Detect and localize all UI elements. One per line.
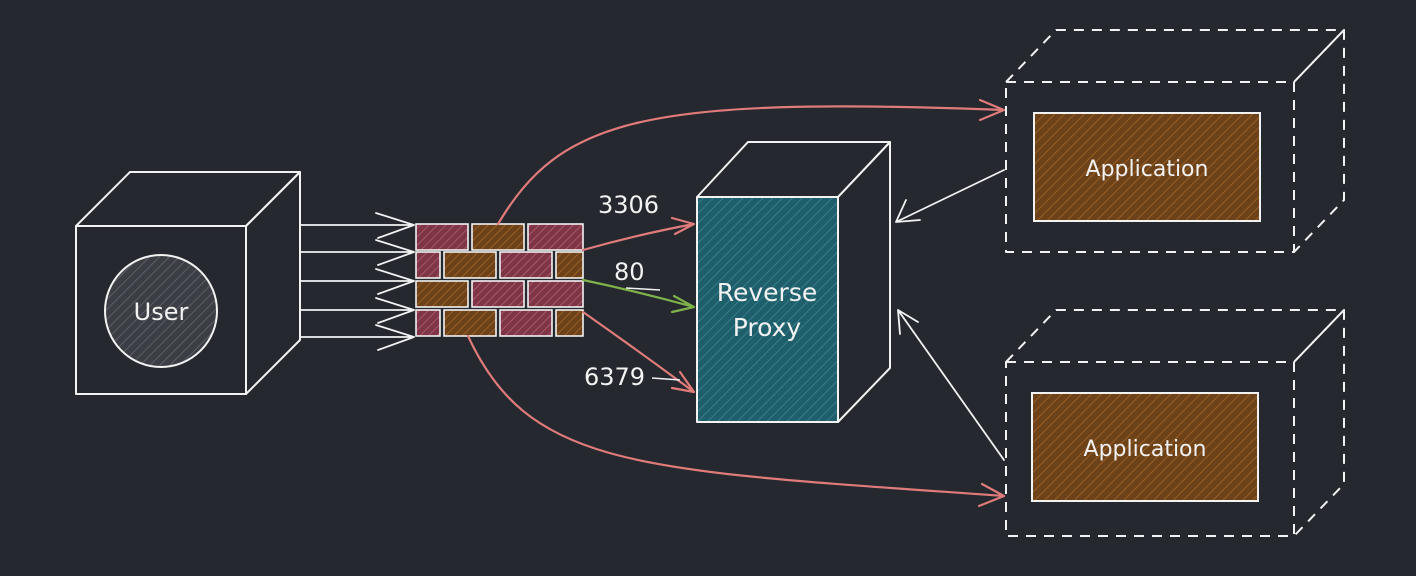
brick [471, 280, 525, 308]
brick [499, 309, 553, 337]
proxy-label-line1: Reverse [717, 278, 818, 307]
app-bottom-cube-front [1005, 361, 1295, 537]
arrow-to-app-bottom [466, 334, 1006, 508]
arrow-line-5 [299, 324, 415, 351]
brick [471, 223, 525, 251]
app-top-label: Application [1086, 157, 1209, 182]
app-top-cube-top [1005, 29, 1345, 83]
bypass-arrows [466, 98, 1006, 508]
arrow-port-80 [581, 278, 696, 314]
reverse-proxy-node [696, 141, 891, 423]
app-bottom-cube-top [1005, 309, 1345, 363]
arrow-line-1 [299, 212, 415, 239]
app-to-proxy-arrows [895, 169, 1005, 461]
brick [415, 223, 469, 251]
port-label-80: 80 [614, 258, 645, 286]
proxy-top [696, 141, 891, 198]
brick [443, 309, 497, 337]
proxy-front [696, 196, 839, 423]
user-to-firewall-arrows [299, 212, 415, 351]
app-bottom-box [1031, 392, 1259, 502]
proxy-side [837, 141, 891, 423]
arrow-line-3 [299, 268, 415, 295]
proxy-label-line2: Proxy [733, 313, 802, 342]
user-cube-side [245, 171, 301, 395]
application-top-node [1005, 29, 1345, 253]
user-node [75, 171, 301, 395]
brick [555, 251, 584, 279]
port-6379-leader [651, 377, 681, 381]
brick [555, 309, 584, 337]
brick [527, 280, 584, 308]
arrow-app-bottom-to-proxy [897, 309, 1005, 461]
app-top-cube-side [1293, 29, 1345, 253]
brick [527, 223, 584, 251]
app-top-cube-front [1005, 81, 1295, 253]
firewall [415, 223, 584, 337]
app-top-box [1033, 112, 1261, 222]
arrow-port-6379 [581, 310, 696, 394]
arrow-port-3306 [581, 216, 696, 252]
user-cube-front [75, 225, 247, 395]
brick [499, 251, 553, 279]
application-bottom-node [1005, 309, 1345, 537]
arrow-line-4 [299, 297, 415, 324]
port-label-3306: 3306 [598, 191, 659, 219]
app-bottom-cube-side [1293, 309, 1345, 537]
arrow-to-app-top [496, 98, 1006, 226]
arrow-line-2 [299, 239, 415, 266]
port-label-6379: 6379 [584, 363, 645, 391]
user-label: User [134, 298, 189, 326]
port-80-leader [625, 287, 661, 291]
user-circle [104, 254, 218, 368]
brick [443, 251, 497, 279]
arrow-app-top-to-proxy [895, 169, 1005, 223]
brick [415, 251, 441, 279]
port-arrows [581, 216, 696, 394]
brick [415, 280, 469, 308]
user-cube-top [75, 171, 301, 227]
brick [415, 309, 441, 337]
app-bottom-label: Application [1084, 437, 1207, 462]
